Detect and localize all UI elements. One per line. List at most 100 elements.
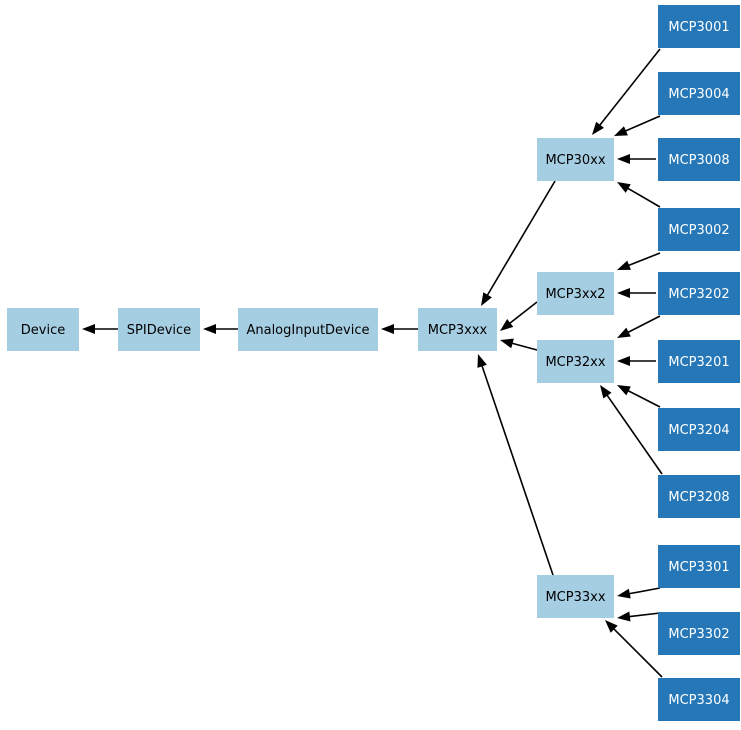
node-mcp3001[interactable]: MCP3001: [658, 5, 740, 48]
node-box[interactable]: [658, 545, 740, 588]
node-mcp3xxx[interactable]: MCP3xxx: [418, 308, 497, 351]
arrowhead-icon: [203, 324, 216, 334]
node-label: MCP3204: [668, 423, 729, 438]
edge-line: [626, 389, 661, 408]
node-box[interactable]: [7, 308, 79, 351]
node-label: MCP3002: [668, 223, 729, 238]
node-label: MCP3xx2: [545, 287, 605, 302]
node-label: MCP3001: [668, 20, 729, 35]
edge-line: [480, 364, 554, 576]
edge-mcp3208-to-mcp32xx: [600, 385, 663, 475]
arrowhead-icon: [481, 292, 492, 306]
node-mcp3202[interactable]: MCP3202: [658, 272, 740, 315]
edge-mcp3302-to-mcp33xx: [617, 611, 661, 622]
edge-mcp33xx-to-mcp3xxx: [477, 354, 554, 576]
edge-line: [598, 48, 661, 127]
node-label: MCP32xx: [545, 355, 605, 370]
node-box[interactable]: [658, 138, 740, 181]
edge-line: [627, 252, 661, 267]
node-label: MCP3xxx: [428, 323, 488, 338]
arrowhead-icon: [500, 319, 514, 331]
edge-mcp3204-to-mcp32xx: [617, 385, 661, 408]
node-box[interactable]: [658, 5, 740, 48]
edge-analoginput-to-spidevice: [203, 324, 238, 334]
edge-mcp3xx2-to-mcp3xxx: [500, 301, 538, 331]
node-box[interactable]: [537, 272, 614, 315]
node-mcp3002[interactable]: MCP3002: [658, 208, 740, 251]
arrowhead-icon: [617, 288, 630, 298]
node-box[interactable]: [118, 308, 200, 351]
edge-mcp3201-to-mcp32xx: [617, 356, 656, 366]
node-box[interactable]: [537, 575, 614, 618]
node-label: MCP3304: [668, 693, 729, 708]
node-label: MCP30xx: [545, 153, 605, 168]
node-box[interactable]: [658, 272, 740, 315]
edge-line: [510, 342, 538, 351]
edge-mcp32xx-to-mcp3xxx: [500, 338, 538, 351]
node-mcp3008[interactable]: MCP3008: [658, 138, 740, 181]
arrowhead-icon: [605, 620, 618, 633]
node-label: SPIDevice: [127, 323, 191, 338]
edge-line: [612, 627, 663, 678]
edge-mcp3xxx-to-analoginput: [381, 324, 418, 334]
node-box[interactable]: [418, 308, 497, 351]
arrowhead-icon: [477, 354, 487, 368]
node-label: Device: [21, 323, 65, 338]
node-device[interactable]: Device: [7, 308, 79, 351]
arrowhead-icon: [617, 327, 631, 338]
node-box[interactable]: [658, 475, 740, 518]
node-box[interactable]: [658, 612, 740, 655]
node-mcp3201[interactable]: MCP3201: [658, 340, 740, 383]
edge-mcp3001-to-mcp30xx: [592, 48, 661, 135]
node-label: MCP3208: [668, 490, 729, 505]
node-mcp3204[interactable]: MCP3204: [658, 408, 740, 451]
node-label: MCP3202: [668, 287, 729, 302]
edge-line: [628, 587, 661, 595]
arrowhead-icon: [617, 385, 631, 396]
node-mcp3304[interactable]: MCP3304: [658, 678, 740, 721]
node-mcp3302[interactable]: MCP3302: [658, 612, 740, 655]
node-box[interactable]: [658, 678, 740, 721]
node-mcp3xx2[interactable]: MCP3xx2: [537, 272, 614, 315]
node-mcp3301[interactable]: MCP3301: [658, 545, 740, 588]
edge-mcp3301-to-mcp33xx: [617, 587, 661, 599]
arrowhead-icon: [592, 121, 604, 135]
node-label: MCP3301: [668, 560, 729, 575]
node-box[interactable]: [658, 340, 740, 383]
node-box[interactable]: [537, 138, 614, 181]
arrowhead-icon: [617, 260, 631, 270]
arrowhead-icon: [617, 588, 631, 599]
node-box[interactable]: [537, 340, 614, 383]
node-box[interactable]: [658, 72, 740, 115]
node-label: MCP3004: [668, 87, 729, 102]
node-box[interactable]: [238, 308, 378, 351]
arrowhead-icon: [617, 356, 630, 366]
node-mcp32xx[interactable]: MCP32xx: [537, 340, 614, 383]
arrowhead-icon: [82, 324, 95, 334]
edge-mcp3002-to-mcp3xx2: [617, 252, 661, 270]
edge-line: [508, 301, 538, 325]
edge-line: [605, 393, 663, 475]
node-mcp3208[interactable]: MCP3208: [658, 475, 740, 518]
edge-mcp3004-to-mcp30xx: [614, 115, 661, 136]
arrowhead-icon: [381, 324, 394, 334]
node-box[interactable]: [658, 208, 740, 251]
edge-line: [624, 115, 661, 133]
node-box[interactable]: [658, 408, 740, 451]
edge-line: [628, 612, 661, 618]
arrowhead-icon: [617, 611, 631, 622]
edges-layer: [82, 48, 663, 678]
node-analoginput[interactable]: AnalogInputDevice: [238, 308, 378, 351]
node-mcp30xx[interactable]: MCP30xx: [537, 138, 614, 181]
node-spidevice[interactable]: SPIDevice: [118, 308, 200, 351]
edge-line: [486, 180, 556, 297]
node-mcp3004[interactable]: MCP3004: [658, 72, 740, 115]
arrowhead-icon: [617, 154, 630, 164]
edge-line: [626, 187, 661, 208]
edge-mcp30xx-to-mcp3xxx: [481, 180, 556, 306]
node-mcp33xx[interactable]: MCP33xx: [537, 575, 614, 618]
node-label: AnalogInputDevice: [246, 323, 369, 338]
